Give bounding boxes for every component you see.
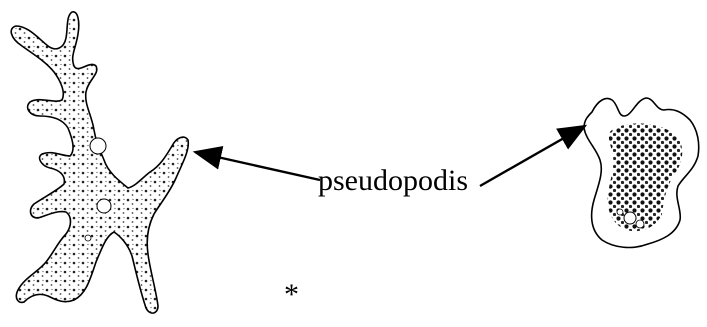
- arrow-to-branched-amoeba: [192, 146, 321, 182]
- amoeba-lobed: [583, 97, 700, 249]
- amoeba-lobed-endoplasm: [607, 123, 683, 232]
- amoeba-lobed-vacuole: [616, 208, 624, 216]
- amoeba-branched-outline: [10, 11, 190, 314]
- amoeba-branched: [10, 11, 190, 314]
- amoeba-lobed-vacuole: [623, 211, 637, 225]
- pseudopodia-label: pseudopodis: [318, 164, 468, 197]
- amoeba-branched-vacuole: [89, 137, 107, 155]
- amoeba-branched-vacuole: [84, 234, 92, 242]
- footnote-asterisk: *: [284, 278, 299, 311]
- amoeba-lobed-vacuole: [635, 219, 645, 229]
- amoeba-branched-vacuole: [96, 198, 112, 214]
- arrow-to-lobed-amoeba: [479, 124, 588, 188]
